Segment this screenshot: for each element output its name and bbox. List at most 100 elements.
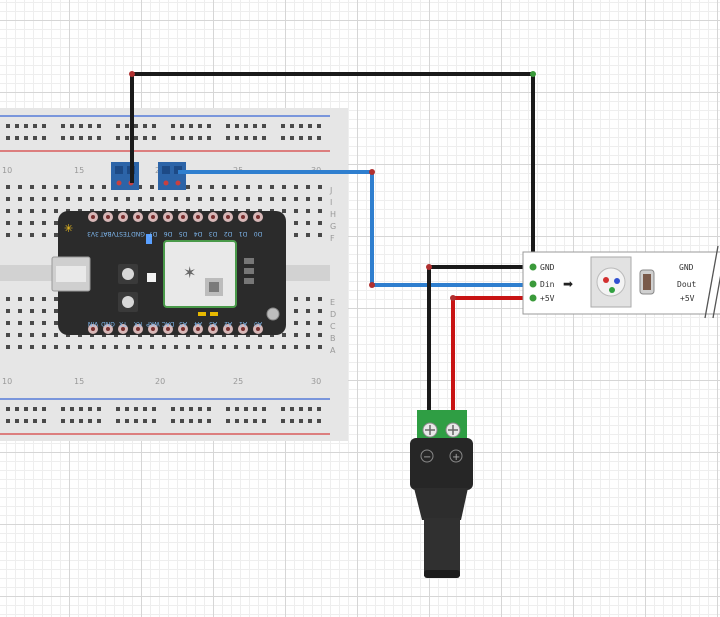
breadboard-hole bbox=[116, 419, 120, 423]
breadboard-hole bbox=[42, 185, 46, 189]
column-number: 20 bbox=[155, 377, 165, 386]
breadboard-hole bbox=[18, 321, 22, 325]
breadboard-hole bbox=[210, 197, 214, 201]
breadboard-hole bbox=[244, 136, 248, 140]
strip-label-din: Din bbox=[540, 280, 555, 289]
wire-data-blue[interactable] bbox=[178, 170, 531, 287]
breadboard-hole bbox=[33, 407, 37, 411]
breadboard-hole bbox=[6, 419, 10, 423]
breadboard-hole bbox=[102, 185, 106, 189]
wire-5v-red[interactable] bbox=[451, 296, 531, 412]
breadboard-hole bbox=[207, 136, 211, 140]
breadboard-hole bbox=[42, 136, 46, 140]
breadboard-hole bbox=[171, 419, 175, 423]
breadboard-hole bbox=[258, 185, 262, 189]
breadboard-hole bbox=[6, 197, 10, 201]
breadboard-hole bbox=[282, 333, 286, 337]
strip-pad-din[interactable] bbox=[529, 280, 537, 288]
photon-pin-label: DAC bbox=[162, 320, 175, 327]
photon-pin-label: GND bbox=[131, 230, 145, 237]
ws2812-led-lens bbox=[596, 267, 626, 297]
breadboard-hole bbox=[294, 209, 298, 213]
reset-button[interactable] bbox=[122, 296, 134, 308]
column-number: 25 bbox=[233, 377, 243, 386]
breadboard-hole bbox=[70, 407, 74, 411]
breadboard-hole bbox=[78, 197, 82, 201]
breadboard-hole bbox=[24, 136, 28, 140]
photon-pin-label: VIN bbox=[88, 320, 98, 327]
column-number: 15 bbox=[74, 166, 84, 175]
photon-pin-label: D1 bbox=[239, 230, 248, 237]
chip-small bbox=[244, 278, 254, 284]
breadboard-hole bbox=[246, 185, 250, 189]
ws2812-green-die bbox=[609, 287, 615, 293]
breadboard-hole bbox=[18, 185, 22, 189]
breadboard-hole bbox=[15, 136, 19, 140]
jack-barrel bbox=[424, 518, 460, 576]
breadboard-hole bbox=[317, 419, 321, 423]
breadboard-hole bbox=[6, 345, 10, 349]
breadboard-hole bbox=[116, 407, 120, 411]
breadboard-hole bbox=[152, 407, 156, 411]
breadboard-hole bbox=[235, 124, 239, 128]
breadboard-hole bbox=[198, 345, 202, 349]
breadboard-hole bbox=[70, 136, 74, 140]
breadboard-hole bbox=[198, 124, 202, 128]
photon-pin-hole bbox=[226, 327, 230, 331]
breadboard-hole bbox=[30, 297, 34, 301]
photon-pin-label: D2 bbox=[224, 230, 233, 237]
breadboard-hole bbox=[306, 309, 310, 313]
chip-yellow bbox=[210, 312, 218, 316]
strip-resistor-band bbox=[643, 274, 651, 290]
dc-barrel-jack[interactable]: − + bbox=[410, 410, 473, 578]
wire-gnd-top[interactable] bbox=[130, 72, 535, 268]
breadboard-hole bbox=[125, 136, 129, 140]
breadboard-hole bbox=[317, 136, 321, 140]
breadboard-hole bbox=[244, 419, 248, 423]
strip-label-5v-out: +5V bbox=[680, 294, 695, 303]
breadboard-hole bbox=[171, 136, 175, 140]
breadboard-hole bbox=[54, 197, 58, 201]
led-strip[interactable]: GND Din +5V ➡ GND Dout +5V bbox=[522, 245, 720, 319]
breadboard-hole bbox=[234, 197, 238, 201]
breadboard-hole bbox=[88, 124, 92, 128]
breadboard-hole bbox=[79, 124, 83, 128]
strip-label-dout: Dout bbox=[677, 280, 696, 289]
breadboard-hole bbox=[210, 345, 214, 349]
breadboard-hole bbox=[66, 185, 70, 189]
breadboard-hole bbox=[18, 197, 22, 201]
breadboard-hole bbox=[42, 209, 46, 213]
breadboard-hole bbox=[6, 407, 10, 411]
photon-pin-hole bbox=[151, 327, 155, 331]
breadboard-hole bbox=[244, 124, 248, 128]
photon-pins bbox=[88, 212, 263, 334]
strip-pad-5v[interactable] bbox=[529, 294, 537, 302]
breadboard-hole bbox=[54, 233, 58, 237]
breadboard-hole bbox=[171, 124, 175, 128]
row-letter: H bbox=[330, 210, 336, 219]
breadboard-hole bbox=[114, 197, 118, 201]
breadboard-hole bbox=[171, 407, 175, 411]
ws2812-red-die bbox=[603, 277, 609, 283]
strip-label-gnd-out: GND bbox=[679, 263, 694, 272]
breadboard-hole bbox=[281, 407, 285, 411]
breadboard-hole bbox=[134, 136, 138, 140]
breadboard-hole bbox=[134, 419, 138, 423]
breadboard-hole bbox=[207, 419, 211, 423]
breadboard-hole bbox=[318, 185, 322, 189]
breadboard-hole bbox=[226, 124, 230, 128]
jack-polarity-minus-ring bbox=[420, 449, 434, 463]
breadboard-hole bbox=[222, 345, 226, 349]
breadboard-hole bbox=[174, 197, 178, 201]
chip-yellow bbox=[198, 312, 206, 316]
setup-button[interactable] bbox=[122, 268, 134, 280]
wire-gnd-jack[interactable] bbox=[427, 265, 531, 412]
breadboard-hole bbox=[226, 419, 230, 423]
screw-terminal-right[interactable] bbox=[158, 162, 186, 190]
screw-terminal-left[interactable] bbox=[111, 162, 139, 190]
strip-pad-gnd[interactable] bbox=[529, 263, 537, 271]
photon-pin-label: D5 bbox=[179, 230, 188, 237]
breadboard-hole bbox=[33, 136, 37, 140]
